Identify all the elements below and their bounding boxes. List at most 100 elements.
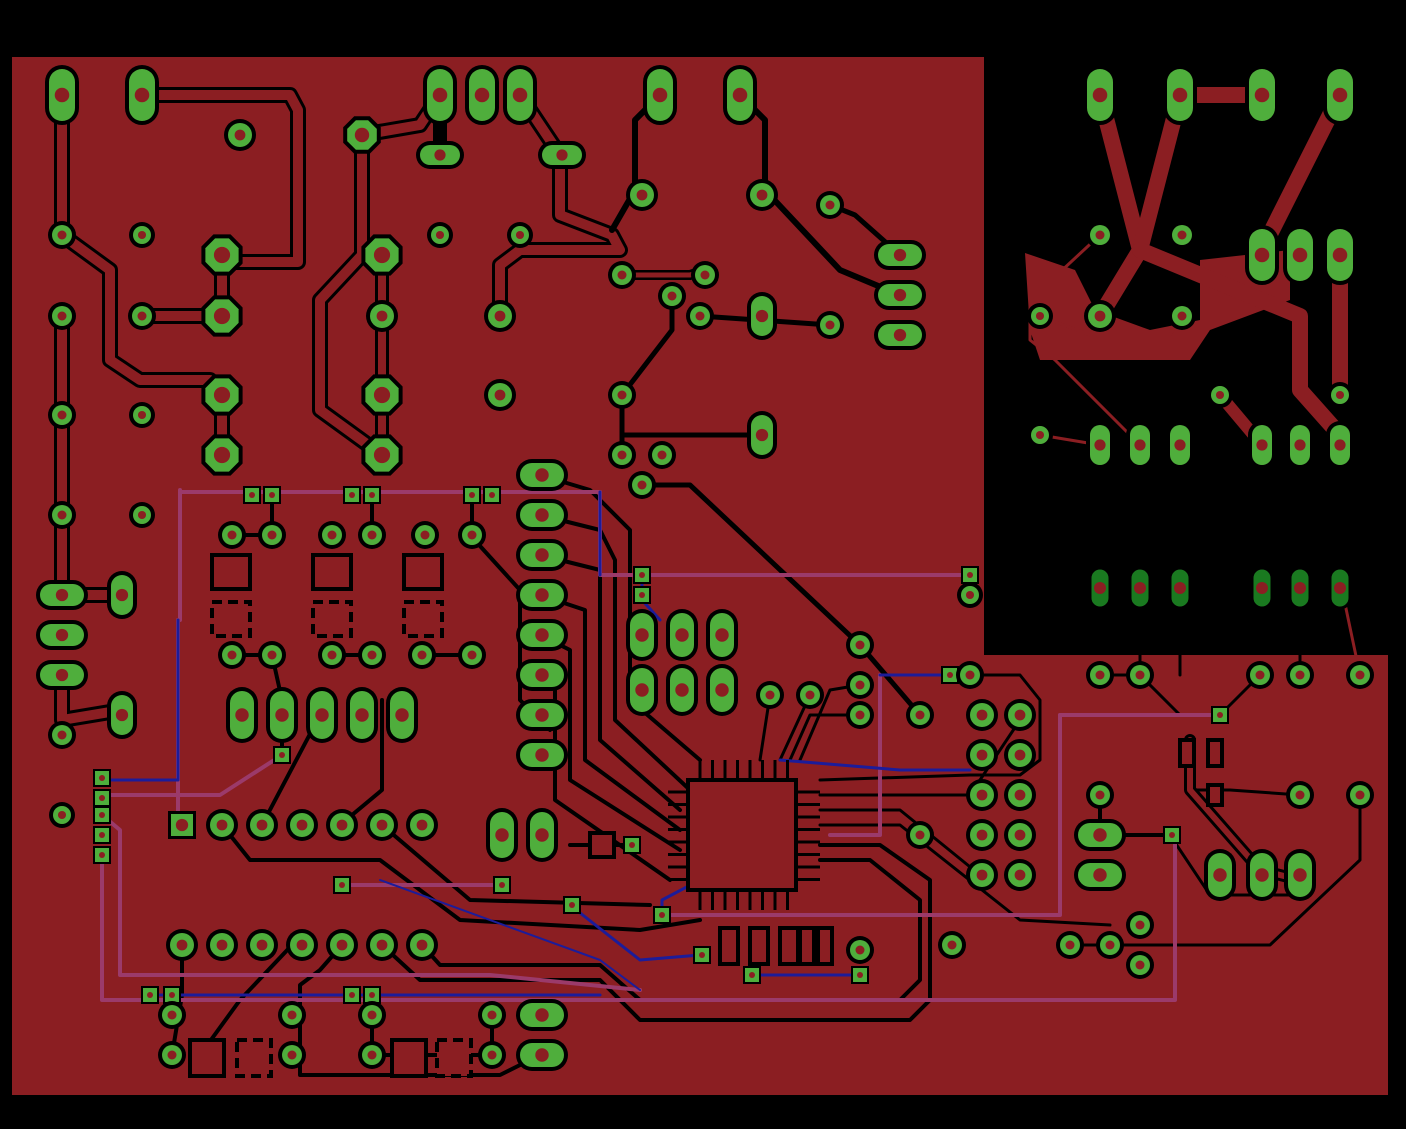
via-drill — [349, 492, 355, 498]
pad-drill — [367, 1010, 377, 1020]
pad-drill — [137, 230, 147, 240]
pad-drill — [137, 311, 147, 321]
via-drill — [169, 992, 175, 998]
pad-drill — [1094, 439, 1106, 451]
pad-drill — [617, 270, 627, 280]
pad-drill — [367, 650, 377, 660]
pad-drill — [1355, 790, 1365, 800]
via-drill — [349, 992, 355, 998]
pad-drill — [1295, 790, 1305, 800]
pad-drill — [227, 650, 237, 660]
mcu-body — [686, 778, 798, 892]
pad-drill — [1334, 582, 1346, 594]
pad-drill — [1335, 390, 1345, 400]
pad-drill — [535, 1008, 549, 1022]
mcu-qfp-chip — [668, 760, 820, 910]
pad-drill — [715, 683, 729, 697]
pad-drill — [1094, 310, 1106, 322]
pad-drill — [976, 709, 988, 721]
pad-drill — [1172, 87, 1188, 103]
pad-drill — [976, 749, 988, 761]
pad-drill — [893, 328, 907, 342]
pad-drill — [416, 819, 428, 831]
smd-pad — [235, 1038, 273, 1078]
pad-drill — [367, 530, 377, 540]
pad-drill — [1014, 749, 1026, 761]
pad-drill — [287, 1010, 297, 1020]
pad-drill — [1255, 670, 1265, 680]
pad-drill — [216, 819, 228, 831]
pad-drill — [134, 87, 150, 103]
pad-drill — [535, 828, 549, 842]
pad-drill — [235, 708, 249, 722]
pad-drill — [213, 246, 231, 264]
pad-drill — [1255, 868, 1269, 882]
pad-drill — [825, 200, 835, 210]
pad-drill — [965, 670, 975, 680]
pad-drill — [1135, 960, 1145, 970]
pad-drill — [675, 628, 689, 642]
pad-drill — [825, 320, 835, 330]
pads-layer — [36, 65, 1374, 1071]
via-drill — [147, 992, 153, 998]
via-drill — [659, 912, 665, 918]
pad-drill — [556, 149, 568, 161]
pad-drill — [535, 668, 549, 682]
via-drill — [339, 882, 345, 888]
via-drill — [99, 795, 105, 801]
pad-drill — [512, 87, 528, 103]
pad-drill — [1292, 247, 1308, 263]
pad-drill — [57, 510, 67, 520]
via-drill — [947, 672, 953, 678]
pad-drill — [57, 311, 67, 321]
via-drill — [99, 775, 105, 781]
pad-drill — [535, 628, 549, 642]
via-drill — [639, 572, 645, 578]
pad-drill — [115, 708, 129, 722]
pad-drill — [1092, 87, 1108, 103]
pad-drill — [234, 129, 246, 141]
smd-pad — [435, 1038, 473, 1078]
pad-drill — [57, 810, 67, 820]
pad-drill — [336, 939, 348, 951]
pad-drill — [435, 230, 445, 240]
via-drill — [749, 972, 755, 978]
pad-drill — [175, 818, 189, 832]
via-drill — [469, 492, 475, 498]
pad-drill — [1332, 247, 1348, 263]
pad-drill — [287, 1050, 297, 1060]
pad-drill — [976, 789, 988, 801]
pad-drill — [617, 450, 627, 460]
pad-drill — [1135, 920, 1145, 930]
pad-drill — [855, 640, 865, 650]
pad-drill — [167, 1010, 177, 1020]
smd-pad — [1206, 783, 1224, 807]
smd-pad — [402, 553, 444, 591]
pad-drill — [1095, 790, 1105, 800]
via-drill — [249, 492, 255, 498]
pad-drill — [57, 410, 67, 420]
pad-drill — [1294, 439, 1306, 451]
pad-drill — [695, 311, 705, 321]
pad-drill — [432, 87, 448, 103]
pad-drill — [652, 87, 668, 103]
pad-drill — [657, 450, 667, 460]
pad-drill — [1134, 582, 1146, 594]
pad-drill — [1134, 439, 1146, 451]
pad-drill — [637, 480, 647, 490]
mcu-pins — [668, 760, 820, 910]
pad-drill — [57, 230, 67, 240]
pad-drill — [267, 650, 277, 660]
pad-drill — [213, 386, 231, 404]
pad-drill — [367, 1050, 377, 1060]
pad-drill — [700, 270, 710, 280]
pad-drill — [1094, 582, 1106, 594]
smd-pad — [311, 553, 353, 591]
pad-drill — [420, 530, 430, 540]
via-drill — [857, 972, 863, 978]
pad-drill — [1035, 430, 1045, 440]
via-drill — [499, 882, 505, 888]
via-drill — [269, 492, 275, 498]
